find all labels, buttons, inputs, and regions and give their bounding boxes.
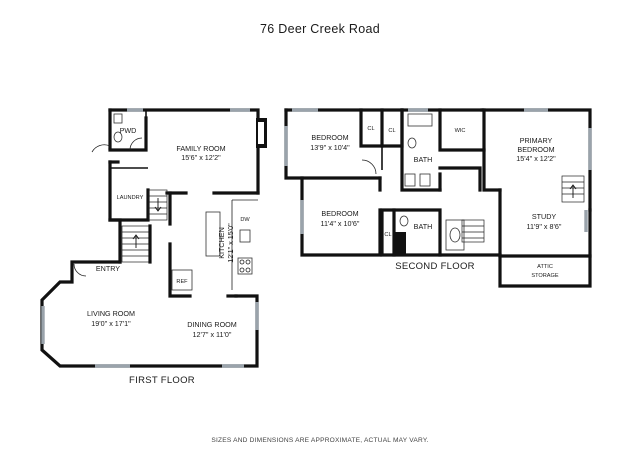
- living-room-dims: 19'0" x 17'1": [91, 319, 131, 328]
- first-floor-plan: [40, 108, 267, 368]
- disclaimer-text: SIZES AND DIMENSIONS ARE APPROXIMATE, AC…: [211, 437, 428, 444]
- family-room-dims: 15'6" x 12'2": [181, 153, 221, 162]
- primary-bedroom-dims: 15'4" x 12'2": [516, 154, 556, 163]
- family-room-label: FAMILY ROOM: [176, 144, 225, 153]
- bedroom2-label: BEDROOM: [321, 209, 358, 218]
- bath1-label: BATH: [414, 155, 433, 164]
- pwd-label: PWD: [120, 126, 137, 135]
- study-label: STUDY: [532, 212, 557, 221]
- closet1-label: CL: [367, 126, 374, 132]
- refrigerator-label: REF: [176, 279, 188, 285]
- primary-bedroom-label-1: PRIMARY: [520, 136, 553, 145]
- bedroom1-dims: 13'9" x 10'4": [310, 143, 350, 152]
- primary-bedroom-label-2: BEDROOM: [517, 145, 554, 154]
- kitchen-label: KITCHEN: [217, 227, 226, 259]
- attic-label-1: ATTIC: [537, 264, 553, 270]
- study-dims: 11'9" x 8'6": [527, 222, 562, 231]
- laundry-label: LAUNDRY: [117, 195, 144, 201]
- dishwasher-label: DW: [240, 217, 250, 223]
- bedroom1-label: BEDROOM: [311, 133, 348, 142]
- plan-title: 76 Deer Creek Road: [260, 22, 380, 36]
- closet2-label: CL: [388, 128, 395, 134]
- second-floor-plan: [284, 108, 592, 288]
- first-floor-label: FIRST FLOOR: [129, 375, 195, 386]
- wic-label: WIC: [455, 128, 466, 134]
- entry-label: ENTRY: [96, 264, 120, 273]
- dining-room-label: DINING ROOM: [187, 320, 237, 329]
- kitchen-dims: 12'1" x 15'0": [226, 223, 235, 263]
- closet3-label: CL: [384, 232, 391, 238]
- dining-room-dims: 12'7" x 11'0": [193, 330, 232, 339]
- bath2-label: BATH: [414, 222, 433, 231]
- second-floor-label: SECOND FLOOR: [395, 261, 475, 272]
- bedroom2-dims: 11'4" x 10'6": [321, 219, 360, 228]
- attic-label-2: STORAGE: [531, 273, 559, 279]
- living-room-label: LIVING ROOM: [87, 309, 135, 318]
